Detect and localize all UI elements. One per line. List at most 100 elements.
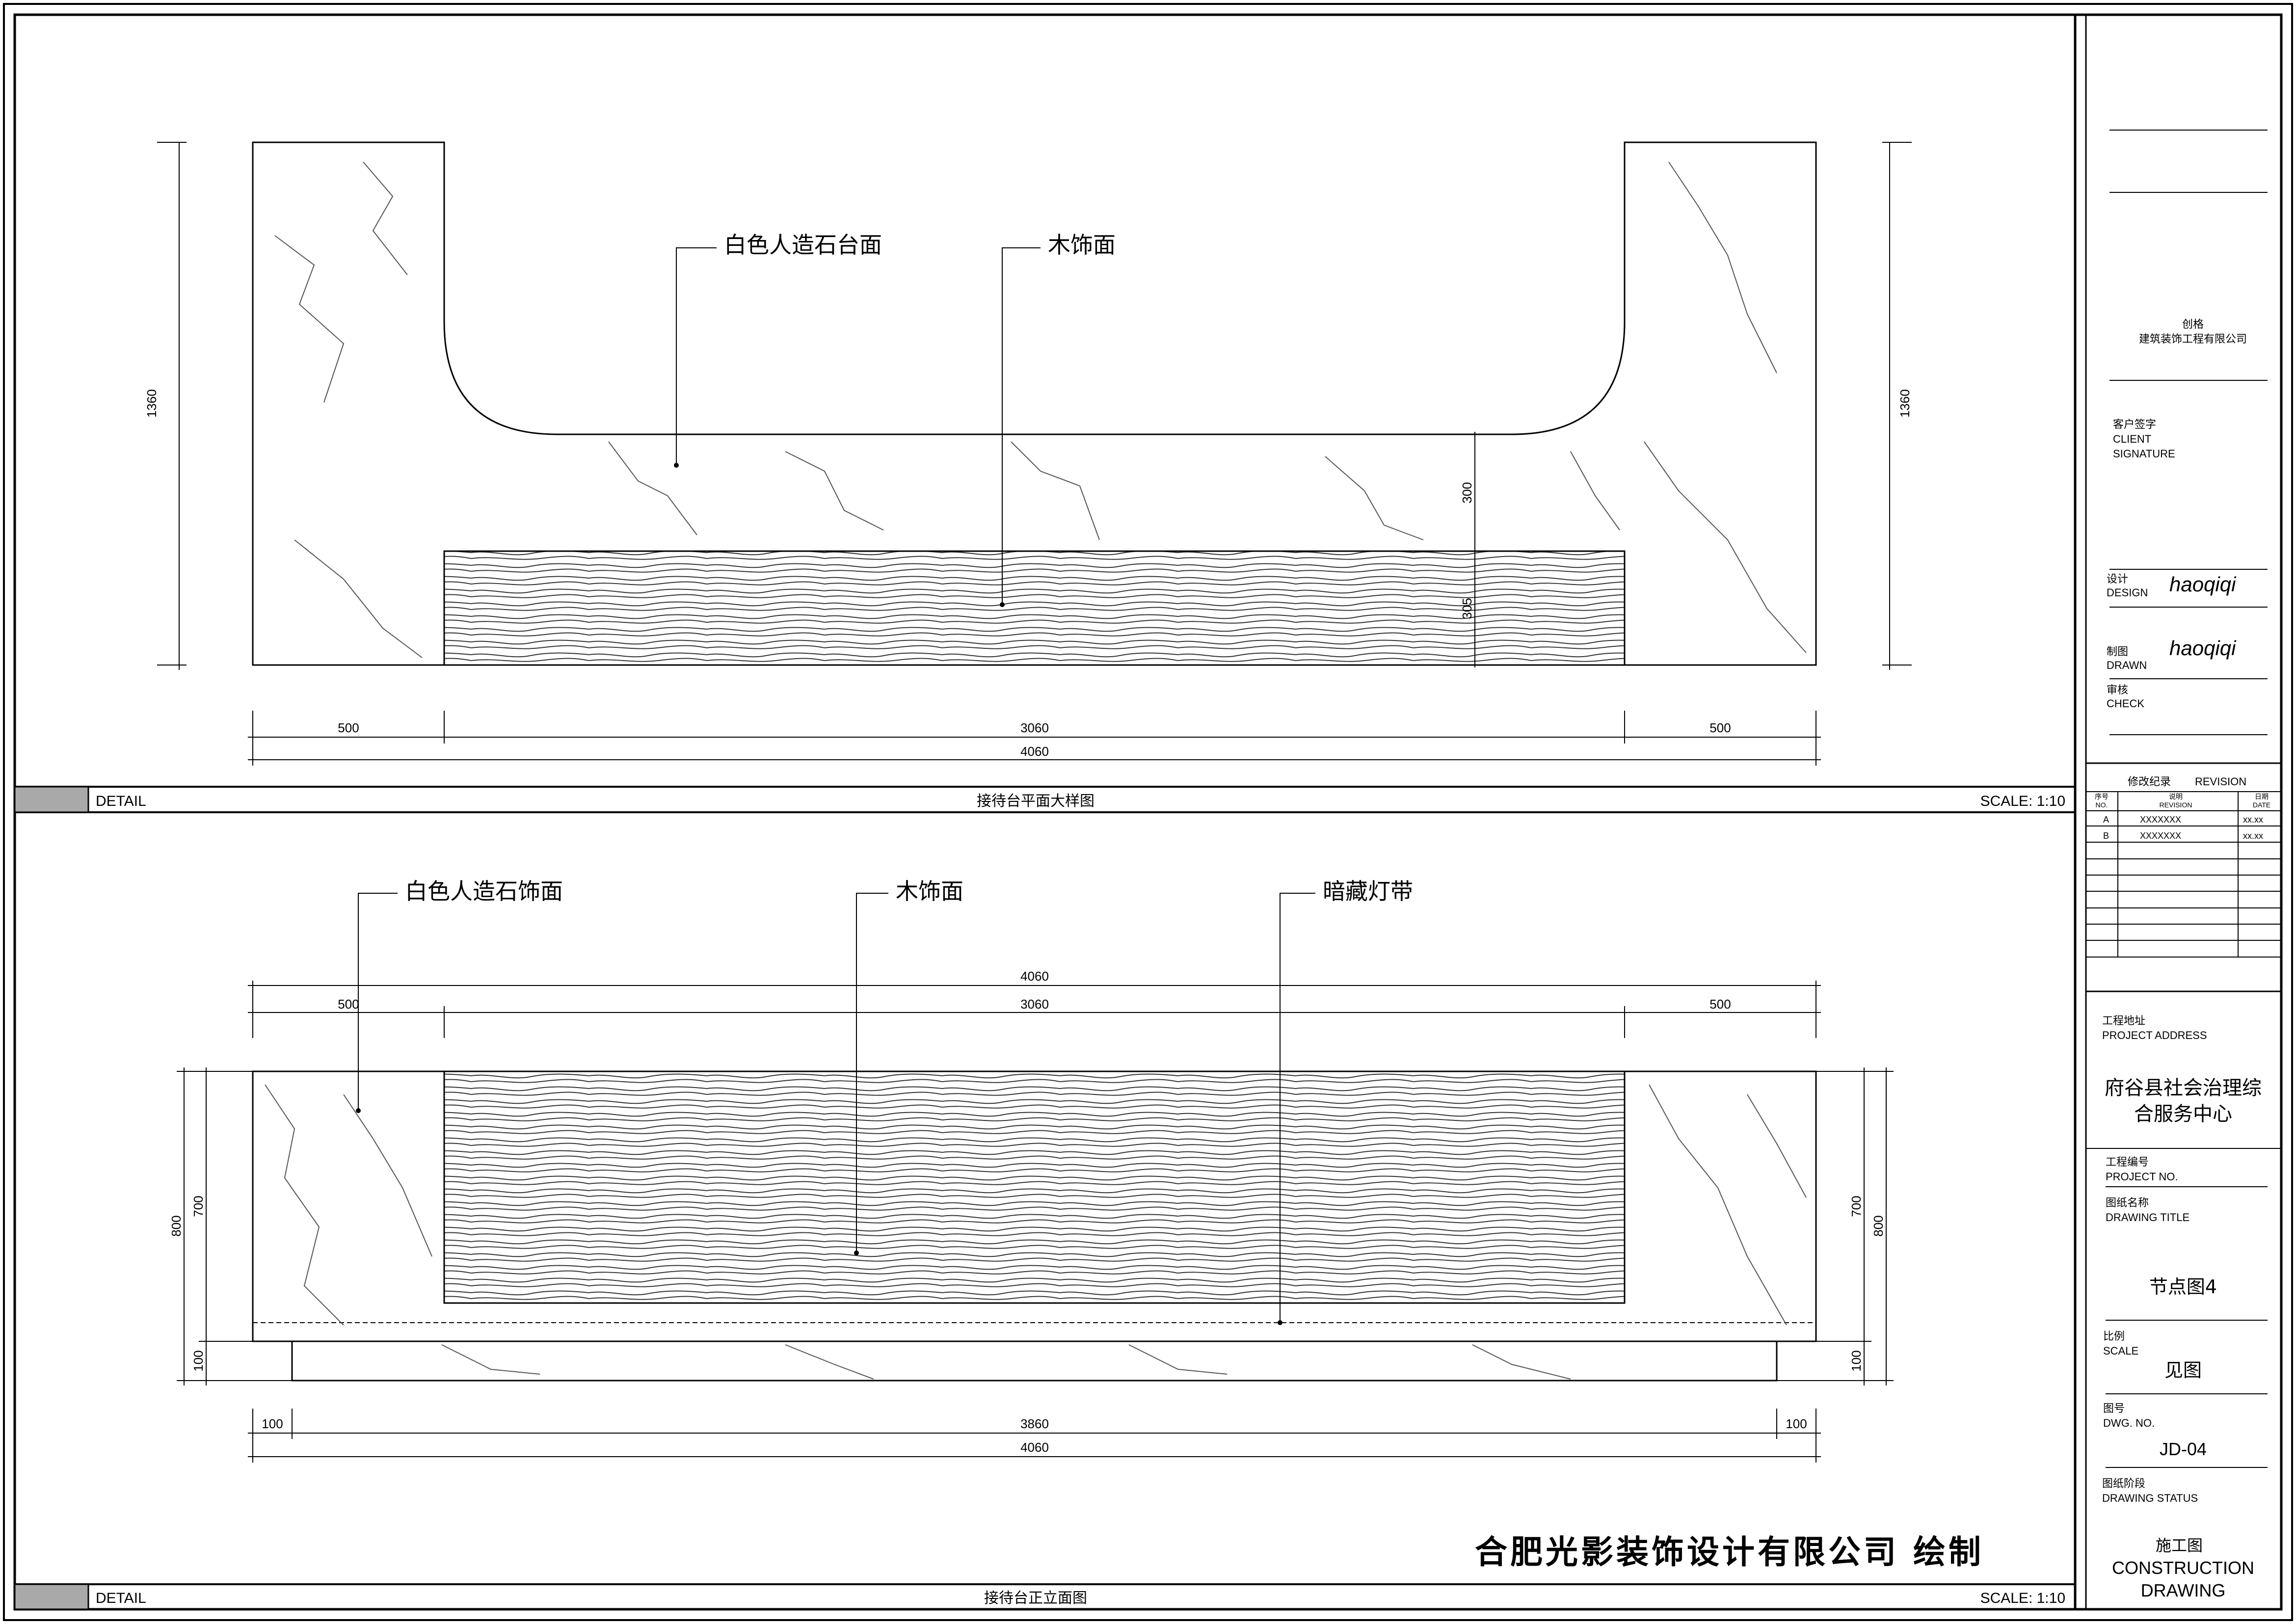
- leader-dot: [1000, 602, 1005, 607]
- leader-wood-elev: [856, 893, 888, 1253]
- elev-scale: SCALE: 1:10: [1980, 1590, 2065, 1606]
- marble-veins: [265, 1084, 1807, 1380]
- elevation-base: [291, 1340, 1778, 1382]
- drawn-en: DRAWN: [2107, 659, 2147, 671]
- company-line2: 建筑装饰工程有限公司: [2139, 333, 2247, 346]
- dim-left-outer: 800: [169, 1215, 184, 1236]
- leader-dot: [356, 1108, 361, 1113]
- rev-row-a-desc: XXXXXXX: [2140, 815, 2181, 825]
- dwg-no-cn: 图号: [2103, 1403, 2125, 1415]
- plan-view: 白色人造石台面 木饰面 1360 1360 300 305 500 3060 5…: [14, 141, 2075, 813]
- drawing-title-value: 节点图4: [2149, 1276, 2217, 1298]
- marble-veins: [274, 161, 1807, 658]
- dim-depth-upper: 300: [1460, 482, 1474, 503]
- client-en2: SIGNATURE: [2113, 448, 2175, 460]
- title-block: 创格 建筑装饰工程有限公司 客户签字 CLIENT SIGNATURE 设计 D…: [2086, 130, 2281, 1600]
- leader-stone-top: [676, 247, 717, 465]
- dim-bottom-total: 4060: [1020, 1440, 1049, 1455]
- revision-rows: A XXXXXXX xx.xx B XXXXXXX xx.xx: [2103, 815, 2263, 841]
- drawn-cn: 制图: [2107, 646, 2128, 658]
- label-wood-elev: 木饰面: [896, 878, 963, 905]
- elev-title: 接待台正立面图: [984, 1590, 1087, 1607]
- dim-bottom-right: 100: [1786, 1416, 1807, 1431]
- leader-dot: [854, 1251, 859, 1255]
- label-light: 暗藏灯带: [1323, 878, 1413, 905]
- check-cn: 审核: [2107, 684, 2128, 696]
- dim-top-mid: 3060: [1020, 997, 1049, 1012]
- leader-light: [1280, 893, 1315, 1323]
- drawing-title-en: DRAWING TITLE: [2106, 1211, 2189, 1224]
- dwg-no-value: JD-04: [2160, 1439, 2207, 1459]
- scale-cn: 比例: [2103, 1331, 2125, 1343]
- rev-header-no-cn: 序号: [2095, 793, 2109, 801]
- drawn-signature: haoqiqi: [2169, 637, 2237, 660]
- dim-left-height: 1360: [144, 389, 159, 418]
- dim-bottom-left: 100: [262, 1416, 283, 1431]
- plan-counter-outline: [252, 141, 1817, 666]
- design-signature: haoqiqi: [2169, 573, 2237, 596]
- dim-top-right: 500: [1709, 997, 1731, 1012]
- rev-row-a-date: xx.xx: [2243, 815, 2263, 825]
- rev-row-b-desc: XXXXXXX: [2140, 831, 2181, 841]
- client-cn: 客户签字: [2113, 419, 2156, 431]
- rev-row-a-no: A: [2103, 815, 2109, 825]
- rev-header-date-en: DATE: [2253, 801, 2270, 809]
- design-en: DESIGN: [2107, 586, 2148, 599]
- dim-top-total: 4060: [1020, 969, 1049, 984]
- company-line1: 创格: [2182, 319, 2204, 331]
- design-cn: 设计: [2107, 573, 2128, 586]
- dim-seg-mid: 3060: [1020, 720, 1049, 735]
- plan-tag: DETAIL: [96, 793, 146, 809]
- rev-header-no-en: NO.: [2096, 801, 2108, 809]
- status-cn: 图纸阶段: [2102, 1478, 2145, 1490]
- dim-seg-right: 500: [1709, 720, 1731, 735]
- address-en: PROJECT ADDRESS: [2102, 1029, 2207, 1041]
- label-wood: 木饰面: [1048, 232, 1116, 258]
- plan-scale: SCALE: 1:10: [1980, 793, 2065, 809]
- status-en: DRAWING STATUS: [2102, 1492, 2198, 1504]
- revision-title-en: REVISION: [2195, 775, 2246, 788]
- project-no-cn: 工程编号: [2106, 1156, 2149, 1169]
- dim-right-inner: 700: [1849, 1196, 1864, 1217]
- dim-depth-lower: 305: [1460, 598, 1474, 619]
- status-value-en2: DRAWING: [2141, 1580, 2226, 1600]
- label-stone-top: 白色人造石台面: [724, 232, 882, 258]
- dim-top-left: 500: [338, 997, 359, 1012]
- elevation-wood-panel: [443, 1070, 1626, 1304]
- check-en: CHECK: [2107, 697, 2144, 710]
- dim-seg-left: 500: [338, 720, 359, 735]
- leader-dot: [674, 463, 679, 468]
- scale-value: 见图: [2164, 1359, 2202, 1381]
- address-line1: 府谷县社会治理综: [2105, 1077, 2262, 1099]
- outer-border: [3, 3, 2293, 1621]
- title-bar-swatch: [14, 786, 89, 813]
- address-line2: 合服务中心: [2134, 1103, 2232, 1125]
- elev-tag: DETAIL: [96, 1590, 146, 1606]
- leader-wood: [1002, 247, 1041, 605]
- leader-stone-face: [358, 893, 398, 1111]
- dim-right-height: 1360: [1897, 389, 1912, 418]
- dim-right-base: 100: [1849, 1350, 1864, 1371]
- dim-bottom-mid: 3860: [1020, 1416, 1049, 1431]
- rev-header-desc-en: REVISION: [2160, 801, 2192, 809]
- revision-title-cn: 修改纪录: [2128, 776, 2171, 788]
- dwg-no-en: DWG. NO.: [2103, 1417, 2155, 1429]
- leader-dot: [1278, 1320, 1282, 1325]
- rev-row-b-no: B: [2103, 831, 2109, 841]
- company-signature: 合肥光影装饰设计有限公司 绘制: [1475, 1533, 1984, 1571]
- project-no-en: PROJECT NO.: [2106, 1171, 2178, 1183]
- dim-left-inner: 700: [191, 1196, 206, 1217]
- plan-title: 接待台平面大样图: [977, 793, 1095, 810]
- scale-en: SCALE: [2103, 1345, 2138, 1357]
- rev-row-b-date: xx.xx: [2243, 831, 2263, 841]
- rev-header-date-cn: 日期: [2255, 793, 2269, 801]
- title-bar-swatch: [14, 1583, 89, 1610]
- rev-header-desc-cn: 说明: [2169, 793, 2183, 801]
- dim-total: 4060: [1020, 744, 1049, 759]
- elevation-view: 白色人造石饰面 木饰面 暗藏灯带 4060 500 3060 500 800 7…: [14, 878, 2075, 1610]
- status-value-cn: 施工图: [2156, 1536, 2203, 1555]
- plan-wood-panel: [443, 550, 1626, 666]
- dim-right-outer: 800: [1871, 1215, 1886, 1236]
- client-en1: CLIENT: [2113, 433, 2151, 445]
